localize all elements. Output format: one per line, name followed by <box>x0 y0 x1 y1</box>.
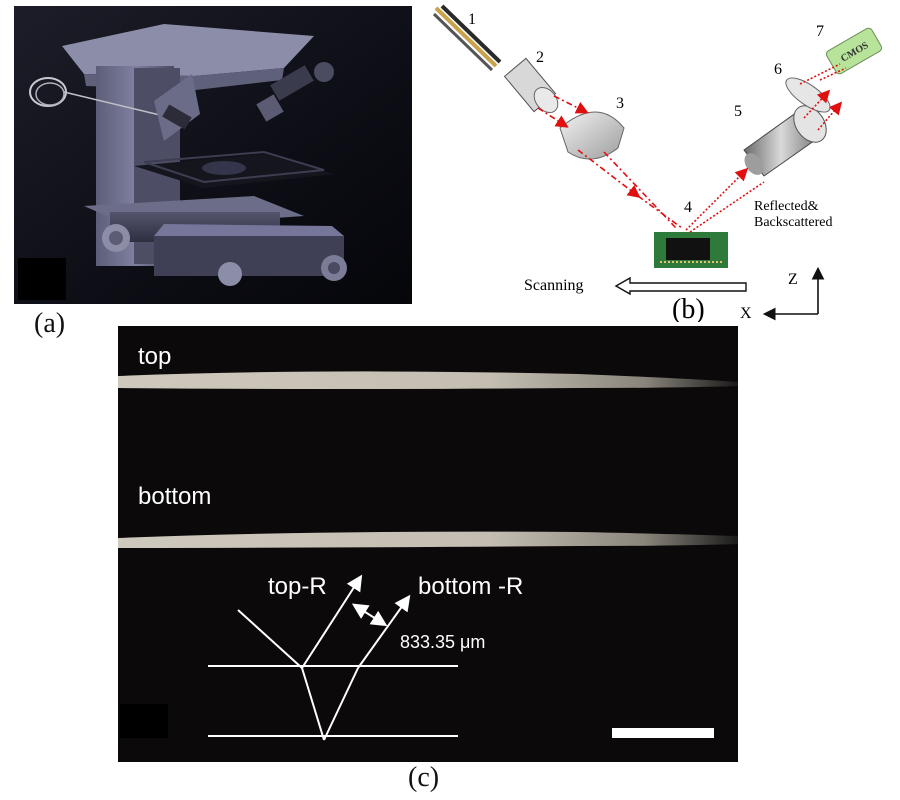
ray-diagram <box>208 574 458 741</box>
label-1: 1 <box>468 11 476 28</box>
top-r-label: top-R <box>268 573 327 600</box>
scale-marker-box <box>120 704 168 738</box>
backscattered-label: Backscattered <box>754 215 833 230</box>
collimator-icon <box>503 57 559 114</box>
caption-a: (a) <box>34 308 66 339</box>
top-reflection-band <box>118 371 738 389</box>
reflected-label: Reflected& <box>754 199 819 214</box>
caption-b: (b) <box>672 294 705 322</box>
sample-chip-icon <box>654 232 728 268</box>
label-2: 2 <box>536 49 544 66</box>
bottom-r-label: bottom -R <box>418 573 523 600</box>
scale-bar <box>612 728 714 738</box>
label-3: 3 <box>616 95 624 112</box>
bottom-label: bottom <box>138 483 211 510</box>
microscope-illustration <box>14 6 412 304</box>
label-4: 4 <box>684 199 692 216</box>
label-5: 5 <box>734 103 742 120</box>
top-label: top <box>138 343 171 370</box>
caption-c: (c) <box>408 762 440 793</box>
objective-icon <box>743 105 827 177</box>
bottom-reflection-band <box>118 531 738 548</box>
lens-icon <box>559 111 625 160</box>
microscope-render <box>14 6 412 304</box>
label-7: 7 <box>816 23 824 40</box>
beam-paths <box>537 63 847 233</box>
optical-schematic: CMOS 1 2 3 4 5 6 7 Reflected& Backscatte… <box>428 0 888 325</box>
scanning-label: Scanning <box>524 277 584 294</box>
scanning-arrow <box>614 276 747 296</box>
schematic-svg: CMOS 1 2 3 4 5 6 7 Reflected& Backscatte… <box>432 4 883 325</box>
reflection-image-svg: top bottom top-R bottom -R 833.35 μm <box>118 326 738 762</box>
fiber-icon <box>432 4 502 72</box>
label-6: 6 <box>774 61 782 78</box>
axis-x-label: X <box>740 305 752 322</box>
distance-label: 833.35 μm <box>400 632 485 652</box>
reflection-image: top bottom top-R bottom -R 833.35 μm <box>118 326 738 762</box>
axis-z-label: Z <box>788 271 798 288</box>
axis-indicator <box>762 266 825 321</box>
